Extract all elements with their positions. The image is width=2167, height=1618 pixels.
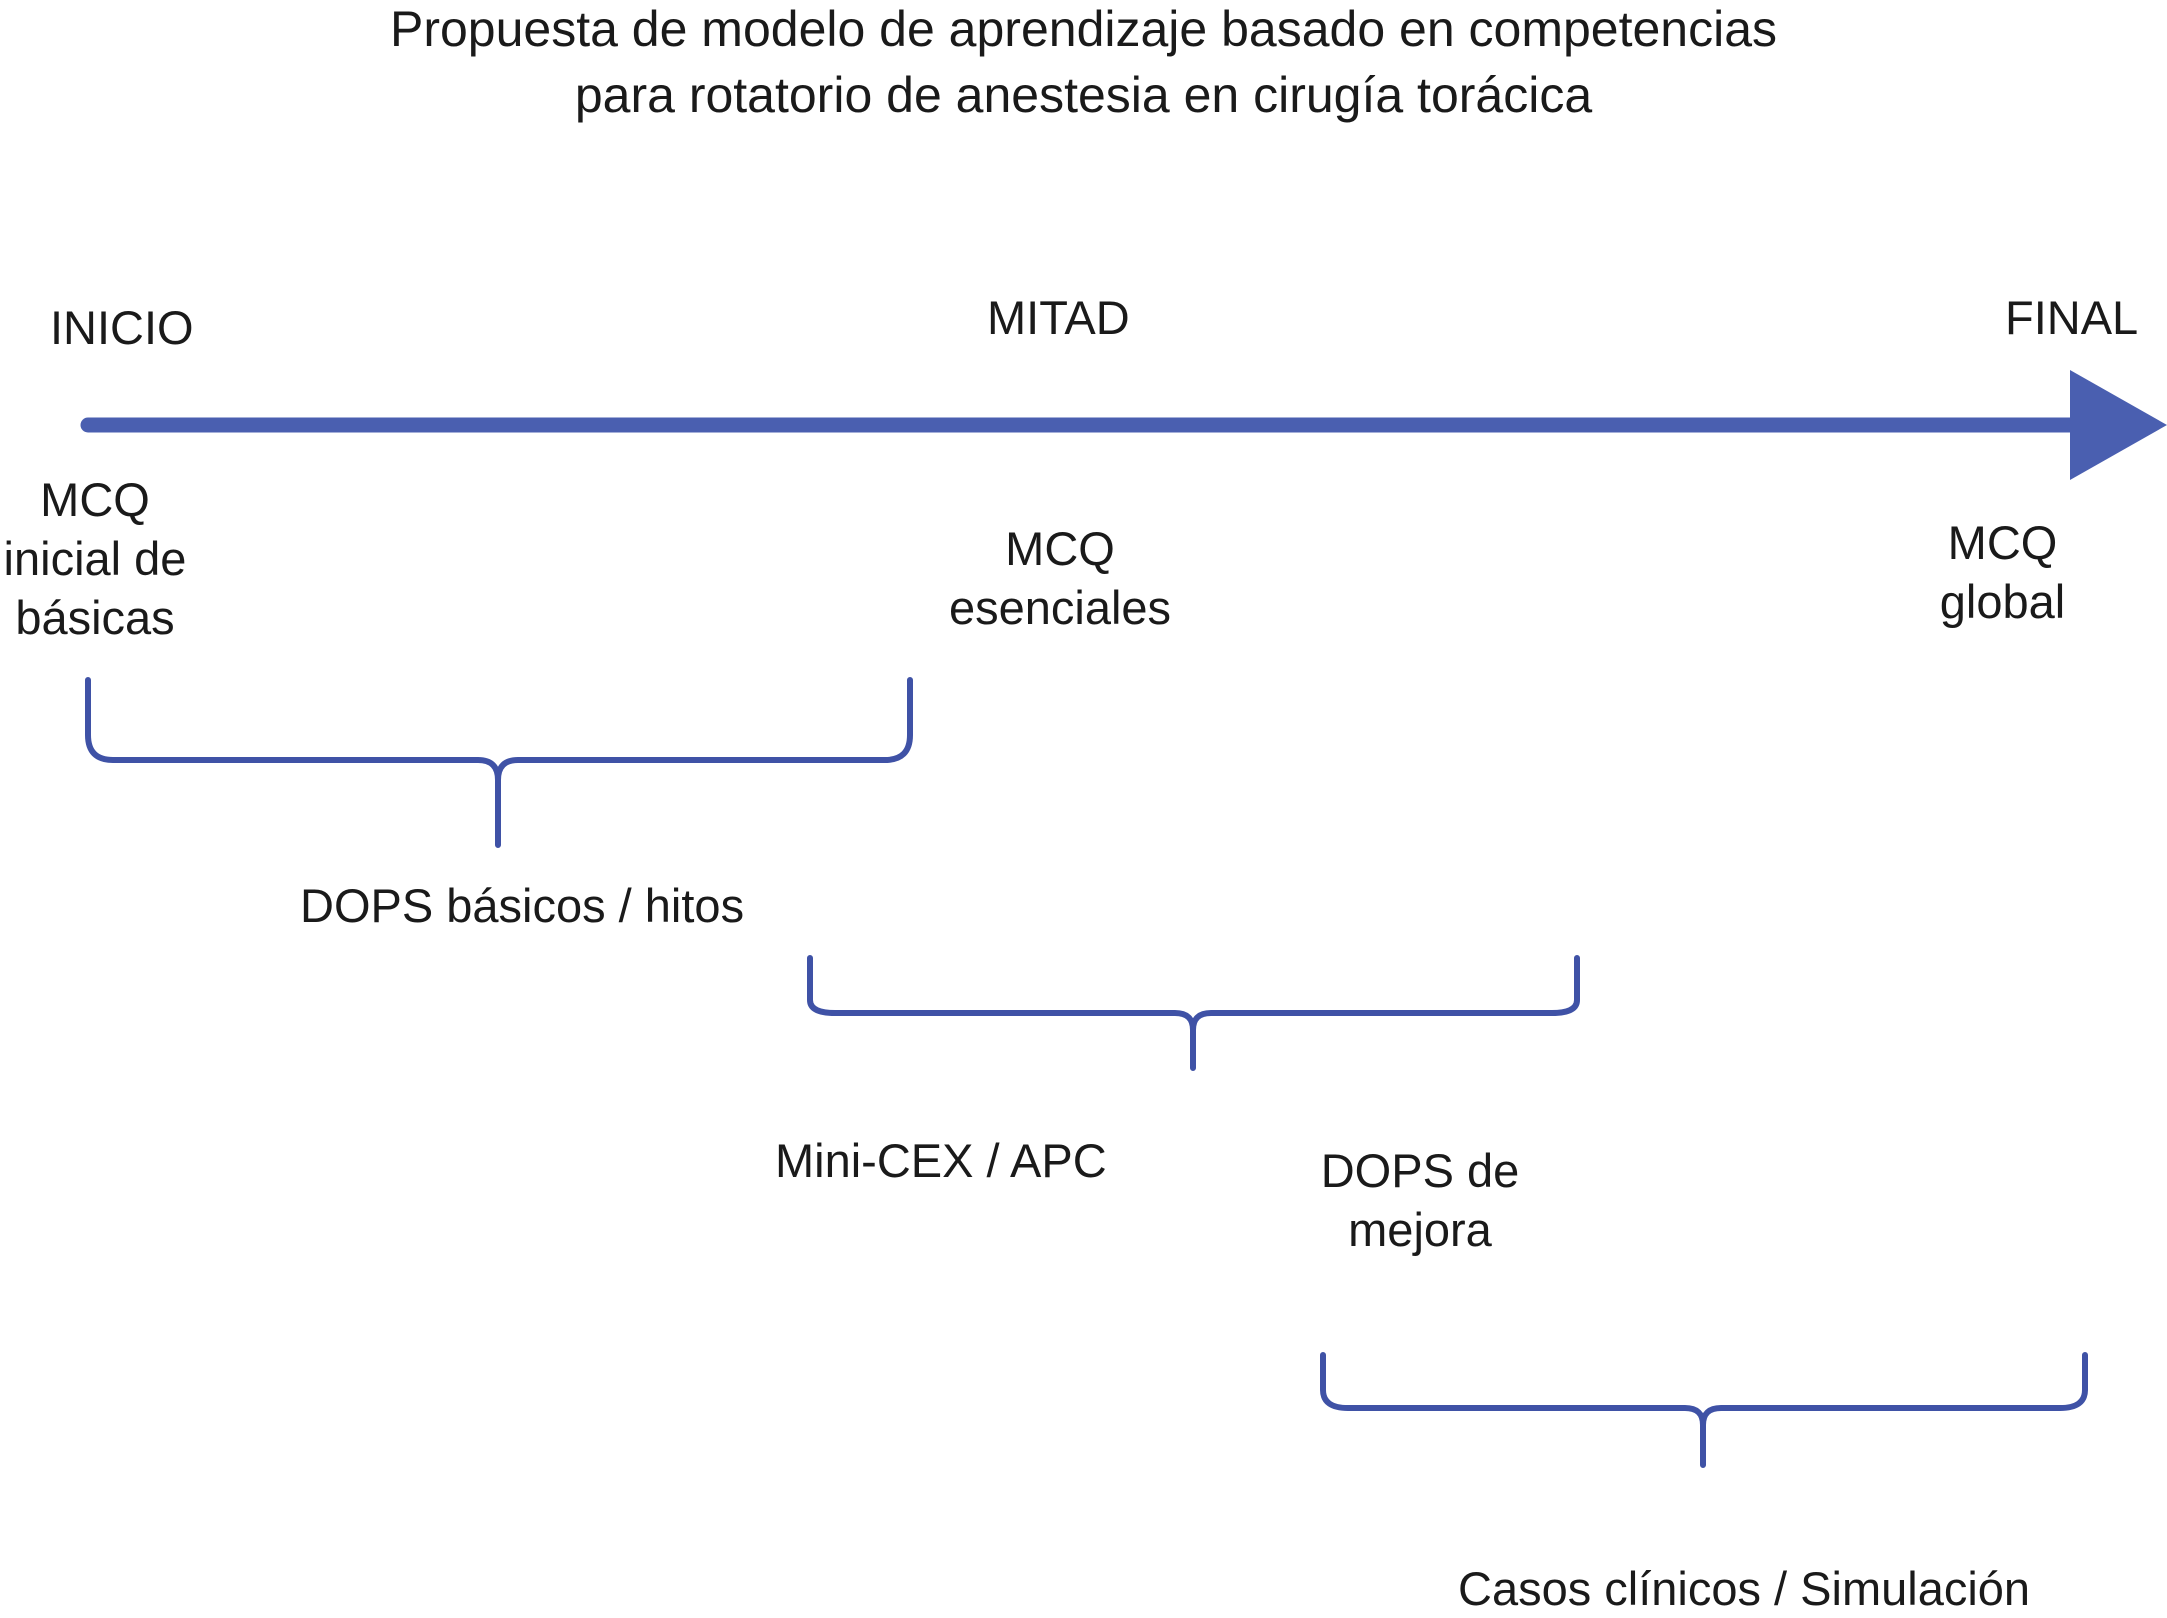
- phase-1-label: DOPS básicos / hitos: [300, 879, 745, 932]
- phase-2-label: Mini-CEX / APC: [775, 1134, 1107, 1187]
- milestone-end-label: FINAL: [2005, 291, 2139, 344]
- assessment-start: MCQ inicial de básicas: [0, 470, 190, 647]
- timeline-arrow-head: [2070, 370, 2167, 480]
- milestone-start-label: INICIO: [50, 301, 194, 354]
- assessment-middle: MCQ esenciales: [930, 519, 1190, 637]
- title-line-2: para rotatorio de anestesia en cirugía t…: [574, 67, 1593, 123]
- assessment-start-line-3: básicas: [15, 591, 175, 644]
- phase-2b-line-1: DOPS de: [1320, 1144, 1520, 1197]
- brace-phase-3: [1320, 1352, 2088, 1468]
- assessment-end-line-1: MCQ: [1947, 516, 2058, 569]
- phase-3-label: Casos clínicos / Simulación: [1458, 1562, 2031, 1615]
- assessment-start-line-1: MCQ: [40, 473, 150, 526]
- assessment-middle-line-1: MCQ: [1005, 522, 1115, 575]
- phase-2b-label: DOPS de mejora: [1290, 1141, 1550, 1259]
- milestone-middle-label: MITAD: [987, 291, 1130, 344]
- assessment-end: MCQ global: [1900, 513, 2105, 631]
- diagram-title: Propuesta de modelo de aprendizaje basad…: [0, 0, 2167, 128]
- brace-phase-2: [807, 955, 1580, 1071]
- assessment-end-line-2: global: [1939, 575, 2066, 628]
- assessment-start-line-2: inicial de: [3, 532, 187, 585]
- brace-phase-1: [85, 677, 913, 848]
- title-line-1: Propuesta de modelo de aprendizaje basad…: [389, 1, 1778, 57]
- assessment-middle-line-2: esenciales: [948, 581, 1172, 634]
- phase-2b-line-2: mejora: [1348, 1203, 1492, 1256]
